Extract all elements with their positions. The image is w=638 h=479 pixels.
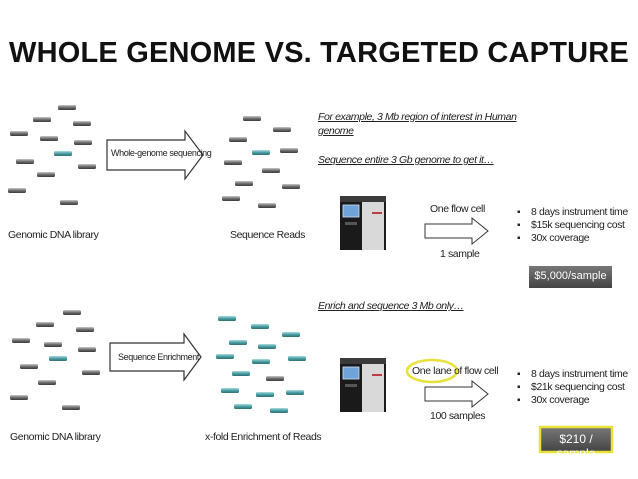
sequence-note: Sequence entire 3 Gb genome to get it… <box>318 154 494 166</box>
bottom-arrow-label: Sequence Enrichment <box>118 352 199 362</box>
bottom-flowcell-arrow <box>424 379 489 409</box>
top-right-label: Sequence Reads <box>230 229 305 241</box>
bottom-stat-cost: $21k sequencing cost <box>517 381 628 394</box>
top-process-arrow <box>106 129 204 181</box>
top-sequence-reads <box>222 116 300 208</box>
example-note-line2: genome <box>318 125 354 137</box>
bottom-stat-time: 8 days instrument time <box>517 368 628 381</box>
top-target-fragment <box>54 151 72 156</box>
top-dna-library-fragments <box>8 105 96 205</box>
slide-title: WHOLE GENOME VS. TARGETED CAPTURE <box>9 37 629 69</box>
top-price-box <box>529 266 612 288</box>
top-stat-time: 8 days instrument time <box>517 206 628 219</box>
flowcell-rest-text: of flow cell <box>451 365 499 377</box>
bottom-flowcell-label: One lane of flow cell <box>412 365 499 377</box>
bottom-right-label: x-fold Enrichment of Reads <box>205 431 322 443</box>
bottom-left-label: Genomic DNA library <box>10 431 101 443</box>
top-samples-label: 1 sample <box>440 248 480 260</box>
bottom-stat-coverage: 30x coverage <box>517 394 628 407</box>
bottom-sequencer-icon <box>340 358 386 412</box>
one-lane-text: One lane <box>412 365 452 377</box>
top-price-label: $5,000/sample <box>534 270 607 282</box>
bottom-dna-library-fragments <box>10 310 100 410</box>
enrich-note: Enrich and sequence 3 Mb only… <box>318 300 464 312</box>
top-sequencer-icon <box>340 196 386 250</box>
bottom-price-box <box>538 425 614 454</box>
bottom-enriched-reads <box>216 316 306 413</box>
top-flowcell-label: One flow cell <box>430 203 485 215</box>
top-stat-coverage: 30x coverage <box>517 232 628 245</box>
top-stat-cost: $15k sequencing cost <box>517 219 628 232</box>
top-stats-list: 8 days instrument time $15k sequencing c… <box>517 206 628 245</box>
bottom-process-arrow <box>109 332 202 382</box>
bottom-price-label: $210 / sample <box>556 432 596 460</box>
top-left-label: Genomic DNA library <box>8 229 99 241</box>
bottom-target-fragment <box>49 356 67 361</box>
bottom-stats-list: 8 days instrument time $21k sequencing c… <box>517 368 628 407</box>
one-lane-highlight-circle <box>405 358 459 384</box>
bottom-samples-label: 100 samples <box>430 410 486 422</box>
top-flowcell-arrow <box>424 216 489 246</box>
example-note-line1: For example, 3 Mb region of interest in … <box>318 111 517 123</box>
top-arrow-label: Whole-genome sequencing <box>111 148 212 158</box>
